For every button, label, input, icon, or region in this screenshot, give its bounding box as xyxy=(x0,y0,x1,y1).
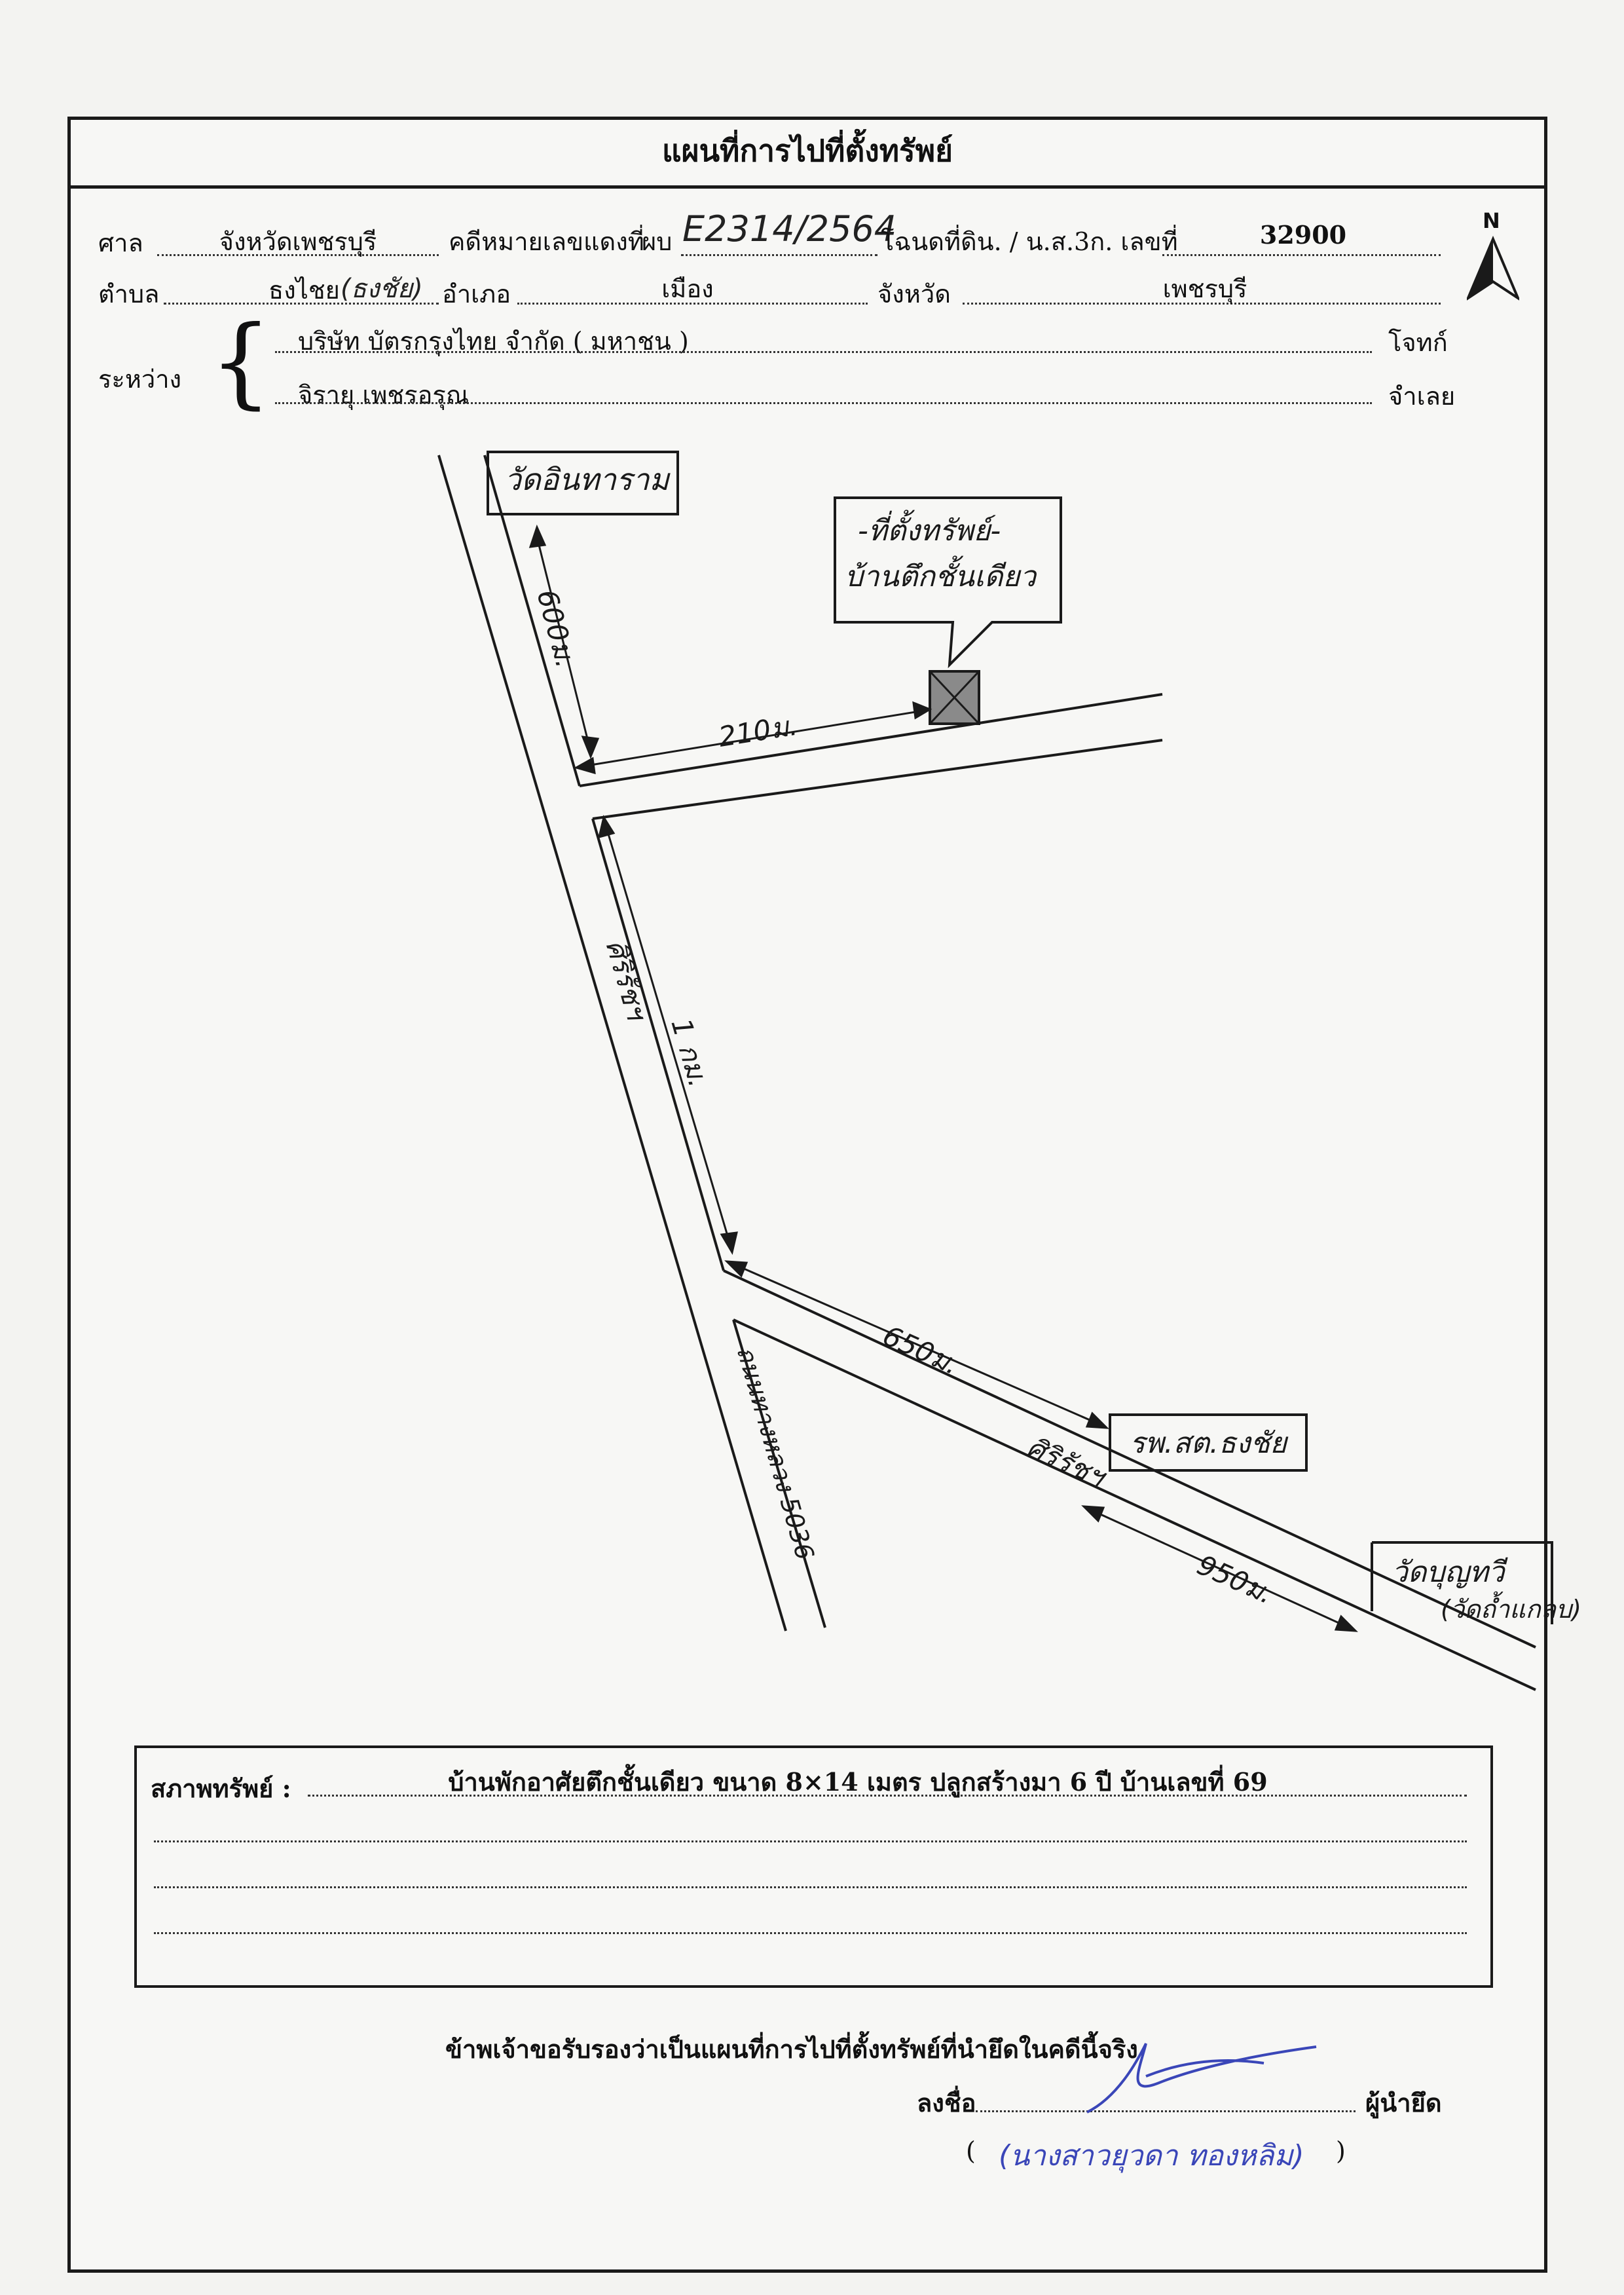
deed-label: โฉนดที่ดิน. / น.ส.3ก. เลขที่ xyxy=(881,227,1178,256)
case-line xyxy=(681,254,877,256)
dist-650m-label: 650ม. xyxy=(878,1319,964,1381)
road-sirirat-2-label: ศิริรัชฯ xyxy=(1022,1430,1111,1494)
hospital-label: รพ.สต.ธงชัย xyxy=(1130,1427,1289,1460)
certify-statement: ข้าพเจ้าขอรับรองว่าเป็นแผนที่การไปที่ตั้… xyxy=(445,2034,1138,2064)
temple-right-line-2: (วัดถ้ำแกลบ) xyxy=(1441,1591,1581,1624)
map-form-frame xyxy=(67,117,1547,2273)
property-callout-line-2: บ้านตึกชั้นเดียว xyxy=(845,555,1037,593)
district-value: เมือง xyxy=(661,274,714,303)
defendant-line xyxy=(275,402,1372,404)
sign-label: ลงชื่อ xyxy=(917,2088,976,2118)
deed-value: 32900 xyxy=(1259,220,1347,250)
temple-right-line-1: วัดบุญทวี xyxy=(1392,1556,1508,1590)
status-line-1 xyxy=(308,1795,1467,1797)
plaintiff-role: โจทก์ xyxy=(1388,328,1448,357)
court-value: จังหวัดเพชรบุรี xyxy=(219,227,377,256)
dist-600m-label: 600ม. xyxy=(530,586,582,671)
between-label: ระหว่าง xyxy=(98,365,182,394)
property-status-box xyxy=(134,1745,1493,1988)
temple-top-label: วัดอินทาราม xyxy=(504,462,671,497)
arrow-1km xyxy=(604,825,731,1245)
plaintiff-line xyxy=(275,351,1372,353)
arrow-210m xyxy=(582,709,924,768)
case-label: คดีหมายเลขแดงที่ xyxy=(449,227,644,256)
road-highway-label: ถนนทางหลวง 5036 xyxy=(731,1343,819,1563)
paren-open: ( xyxy=(966,2136,976,2165)
province-line xyxy=(963,303,1441,305)
dist-950m-label: 950ม. xyxy=(1192,1548,1278,1610)
dist-210m-label: 210ม. xyxy=(716,709,800,753)
main-road-right-edge-lower xyxy=(591,818,725,1271)
status-label: สภาพทรัพย์ : xyxy=(151,1774,291,1803)
signature-scribble xyxy=(1086,2043,1317,2114)
plaintiff-name: บริษัท บัตรกรุงไทย จำกัด ( มหาชน ) xyxy=(298,327,689,356)
lower-road-top-edge xyxy=(723,1269,1536,1649)
subdistrict-value: ธงไชย xyxy=(268,276,340,305)
signer-name: (นางสาวยุวดา ทองหลิม) xyxy=(999,2139,1304,2173)
defendant-role: จำเลย xyxy=(1388,382,1456,411)
form-title: แผนที่การไปที่ตั้งทรัพย์ xyxy=(67,117,1547,189)
province-label: จังหวัด xyxy=(877,280,951,308)
defendant-name: จิรายุ เพชรอรุณ xyxy=(298,381,470,409)
court-line xyxy=(157,254,439,256)
subdistrict-handwritten: (ธงชัย) xyxy=(341,274,423,304)
court-label: ศาล xyxy=(98,229,143,257)
arrow-600m xyxy=(536,536,591,747)
status-line-3 xyxy=(154,1886,1467,1888)
subdistrict-label: ตำบล xyxy=(98,280,160,308)
arrow-650m xyxy=(733,1263,1101,1426)
status-line-4 xyxy=(154,1932,1467,1934)
province-value: เพชรบุรี xyxy=(1162,274,1247,303)
subdistrict-line xyxy=(164,303,439,305)
sign-role: ผู้นำยึด xyxy=(1365,2088,1442,2118)
property-marker-icon xyxy=(929,670,980,725)
sign-line xyxy=(976,2110,1356,2112)
road-sirirat-label: ศิริรัชฯ xyxy=(599,936,653,1025)
hospital-box xyxy=(1109,1413,1308,1472)
property-callout-line-1: -ที่ตั้งทรัพย์- xyxy=(858,510,1001,548)
between-brace: { xyxy=(210,305,272,419)
status-line-2 xyxy=(154,1840,1467,1842)
case-value: E2314/2564 xyxy=(682,208,897,250)
arrow-950m xyxy=(1090,1508,1350,1629)
temple-top-box xyxy=(487,451,679,515)
highway-right-edge xyxy=(732,1319,826,1628)
north-label: N xyxy=(1483,208,1500,233)
temple-right-box xyxy=(1371,1541,1553,1624)
status-value: บ้านพักอาศัยตึกชั้นเดียว ขนาด 8×14 เมตร … xyxy=(448,1767,1268,1797)
main-road-right-edge xyxy=(483,455,581,787)
paren-close: ) xyxy=(1336,2136,1346,2165)
deed-line xyxy=(1162,254,1441,256)
branch-road-top-edge xyxy=(579,693,1163,787)
property-callout-box xyxy=(834,496,1062,669)
district-line xyxy=(517,303,868,305)
case-prefix: ผบ xyxy=(642,227,673,256)
lower-road-bottom-edge xyxy=(733,1318,1536,1691)
branch-road-bottom-edge xyxy=(592,739,1163,820)
main-road-left-edge xyxy=(437,455,787,1632)
district-label: อำเภอ xyxy=(442,280,511,308)
north-arrow-icon xyxy=(1467,236,1519,301)
